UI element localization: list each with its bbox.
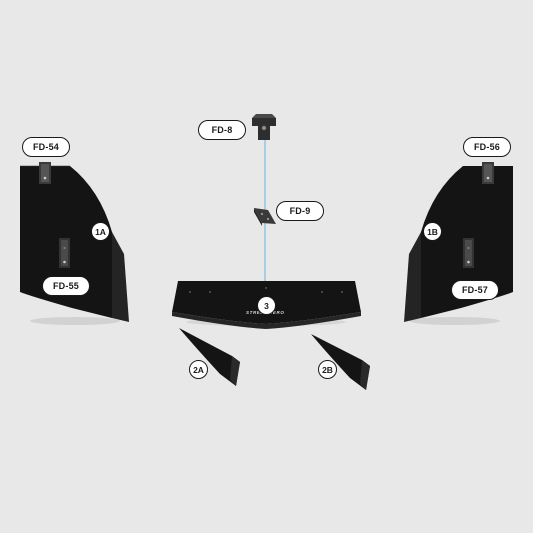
label-fd-55: FD-55 [42,276,90,296]
label-fd-8: FD-8 [198,120,246,140]
bracket-fd57 [463,238,474,268]
bracket-fd9 [254,208,276,226]
bracket-fd54 [39,162,51,184]
label-1a: 1A [91,222,110,241]
label-fd-9: FD-9 [276,201,324,221]
label-fd-57: FD-57 [451,280,499,300]
fin-2b [311,334,370,390]
side-panel-1a [20,165,129,322]
shadow-left-panel [30,317,120,325]
label-3: 3 [257,296,276,315]
shadow-right-panel [410,317,500,325]
label-2a: 2A [189,360,208,379]
label-fd-56: FD-56 [463,137,511,157]
fin-2a [179,328,240,386]
label-1b: 1B [423,222,442,241]
label-fd-54: FD-54 [22,137,70,157]
label-2b: 2B [318,360,337,379]
bracket-fd8 [252,114,276,140]
bracket-fd55 [59,238,70,268]
bracket-fd56 [482,162,494,184]
